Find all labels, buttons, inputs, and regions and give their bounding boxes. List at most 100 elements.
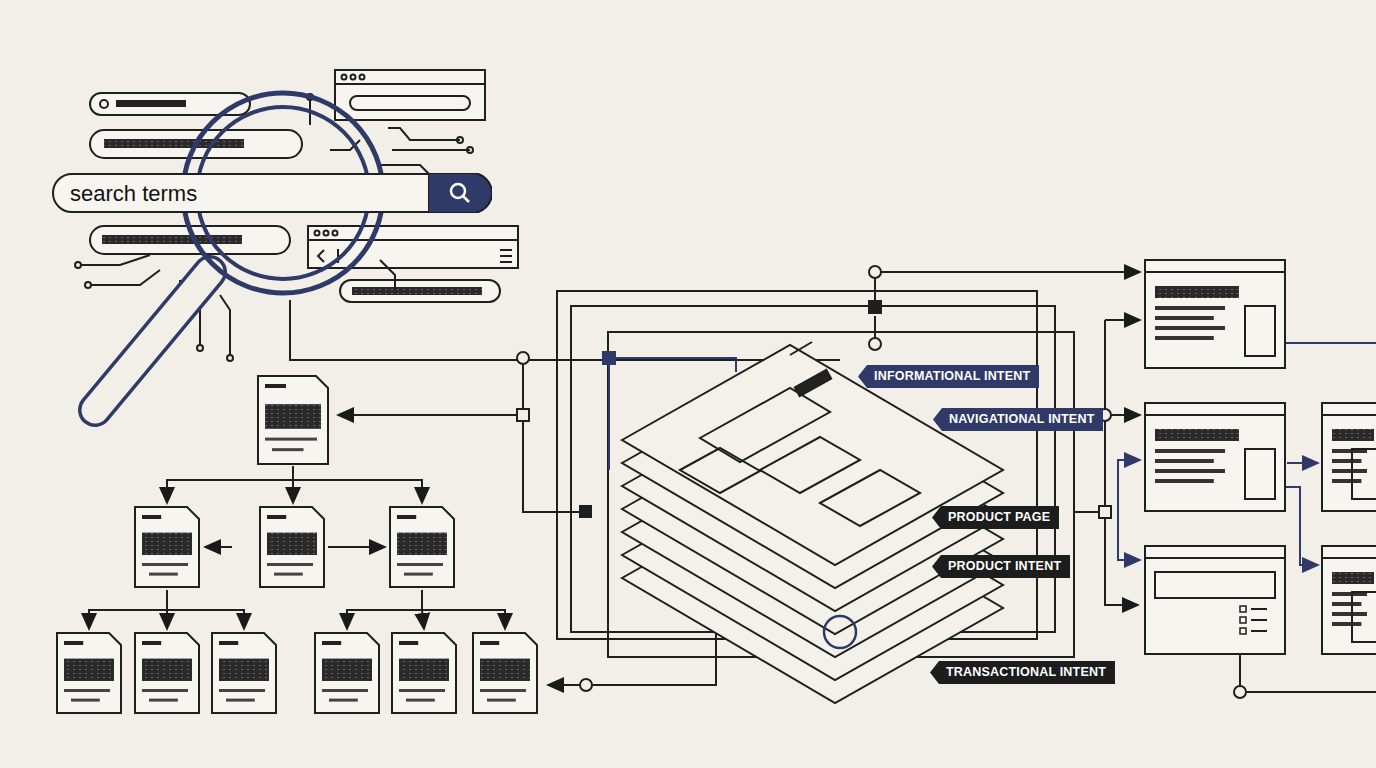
- doc-line: [142, 515, 161, 519]
- doc-line: [322, 689, 368, 692]
- page-card: [1145, 260, 1285, 368]
- doc-line: [142, 641, 161, 645]
- card-line: [1251, 608, 1267, 610]
- card-rule: [1322, 414, 1376, 416]
- doc-line: [329, 699, 358, 702]
- card-image: [1245, 306, 1275, 356]
- doc-line: [219, 689, 265, 692]
- doc-line: [274, 573, 303, 576]
- card-line: [1251, 630, 1267, 632]
- page-block: [700, 388, 830, 462]
- card-line: [1332, 469, 1367, 473]
- doc-line: [406, 699, 435, 702]
- page-card: [1145, 546, 1285, 654]
- doc-line: [219, 641, 238, 645]
- doc-image: [267, 533, 317, 555]
- check-box: [1240, 617, 1246, 623]
- search-button: [428, 173, 492, 213]
- page-bar: [795, 370, 831, 396]
- card-title: [1332, 429, 1374, 441]
- check-box: [1240, 606, 1246, 612]
- tree-arrow: [292, 480, 294, 503]
- doc-line: [487, 699, 516, 702]
- card-rule: [1145, 557, 1285, 559]
- node-text: PRODUCT INTENT: [948, 559, 1061, 573]
- document-icon: [390, 507, 454, 587]
- doc-line: [397, 515, 416, 519]
- doc-line: [265, 384, 286, 388]
- page-card: [1322, 546, 1376, 654]
- doc-image: [397, 533, 447, 555]
- card-rule: [1145, 271, 1285, 273]
- intent-tag: PRODUCT INTENT: [932, 555, 1070, 578]
- intent-tag: INFORMATIONAL INTENT: [858, 365, 1039, 388]
- card-line: [1332, 479, 1361, 483]
- tree-arrow: [293, 480, 422, 503]
- doc-line: [399, 689, 445, 692]
- page-dots: [790, 342, 812, 355]
- document-icon: [212, 633, 276, 713]
- document-icon: [473, 633, 537, 713]
- doc-line: [272, 448, 304, 451]
- document-icon: [135, 633, 199, 713]
- doc-line: [142, 563, 188, 566]
- doc-line: [480, 689, 526, 692]
- tree-arrow: [89, 590, 167, 629]
- search-icon: [463, 196, 469, 202]
- card-line: [1332, 612, 1367, 616]
- tree-arrow: [205, 546, 232, 548]
- card-field: [1155, 572, 1275, 598]
- doc-image: [480, 659, 530, 681]
- doc-image: [322, 659, 372, 681]
- card-line: [1155, 306, 1225, 310]
- doc-line: [404, 573, 433, 576]
- card-line: [1332, 459, 1361, 463]
- tree-arrow: [347, 590, 422, 629]
- doc-image: [142, 659, 192, 681]
- card-line: [1332, 622, 1361, 626]
- doc-line: [267, 563, 313, 566]
- document-icon: [135, 507, 199, 587]
- page-block: [760, 437, 860, 493]
- doc-line: [71, 699, 100, 702]
- card-line: [1155, 336, 1214, 340]
- doc-image: [399, 659, 449, 681]
- card-image: [1352, 592, 1376, 642]
- card-title: [1155, 286, 1239, 298]
- card-rule: [1322, 557, 1376, 559]
- node-text: search terms: [70, 181, 197, 206]
- document-icon: [315, 633, 379, 713]
- tree-arrow: [166, 610, 168, 629]
- node-text: TRANSACTIONAL INTENT: [946, 665, 1106, 679]
- node-text: PRODUCT PAGE: [948, 510, 1050, 524]
- doc-line: [265, 438, 317, 441]
- search-icon: [451, 184, 465, 198]
- card-line: [1332, 602, 1361, 606]
- intent-tag: NAVIGATIONAL INTENT: [933, 408, 1103, 431]
- doc-line: [64, 689, 110, 692]
- doc-image: [219, 659, 269, 681]
- card-image: [1245, 449, 1275, 499]
- card-title: [1155, 429, 1239, 441]
- node-text: INFORMATIONAL INTENT: [874, 369, 1030, 383]
- card-line: [1155, 469, 1225, 473]
- node-text: NAVIGATIONAL INTENT: [949, 412, 1094, 426]
- doc-line: [64, 641, 83, 645]
- search-bar: search terms: [52, 173, 492, 213]
- tree-arrow: [167, 466, 293, 503]
- doc-line: [149, 699, 178, 702]
- doc-line: [149, 573, 178, 576]
- doc-line: [226, 699, 255, 702]
- button-fill: [428, 173, 492, 213]
- doc-line: [322, 641, 341, 645]
- document-icon: [392, 633, 456, 713]
- intent-tag: TRANSACTIONAL INTENT: [930, 661, 1115, 684]
- card-rule: [1145, 414, 1285, 416]
- card-line: [1155, 316, 1214, 320]
- document-icon: [258, 376, 328, 464]
- tree-arrow: [422, 610, 505, 629]
- check-box: [1240, 628, 1246, 634]
- page-block: [680, 448, 760, 493]
